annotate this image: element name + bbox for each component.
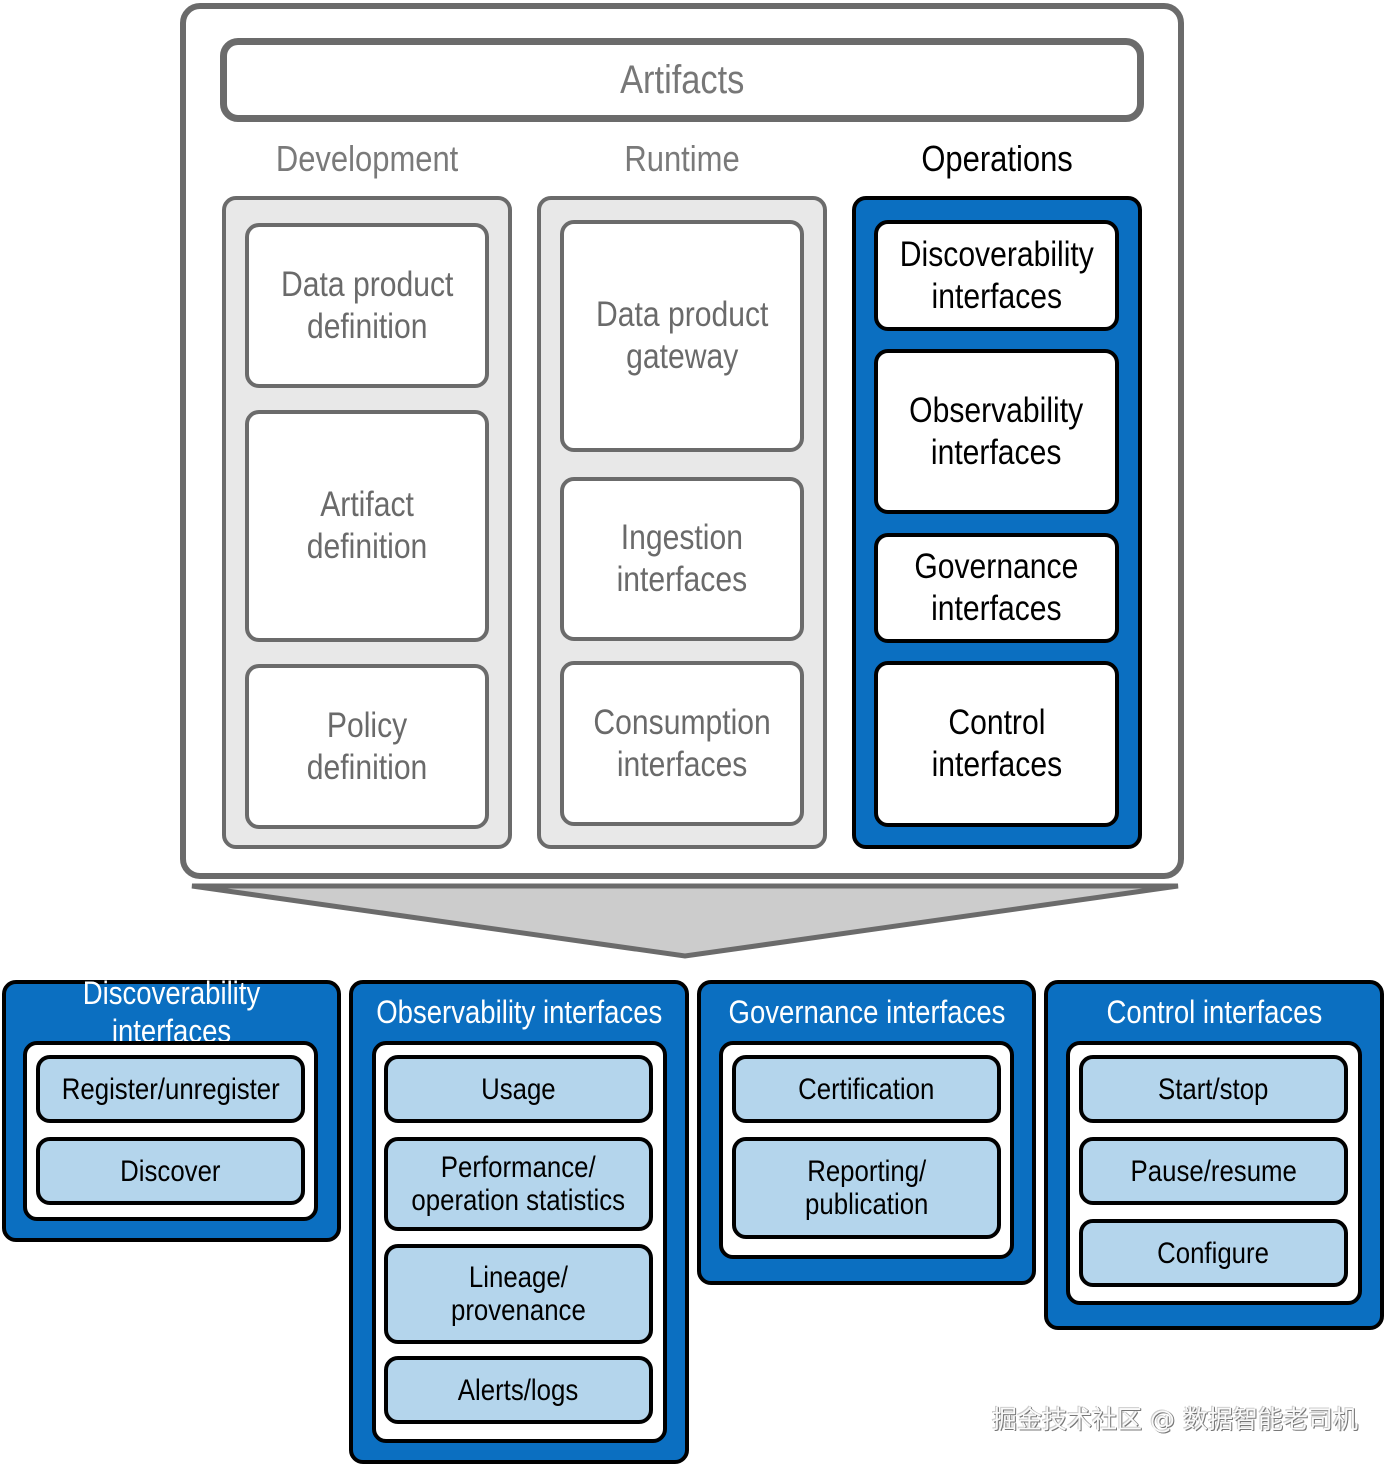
- chip-lineage-provenance: Lineage/ provenance: [384, 1244, 653, 1344]
- artifacts-title: Artifacts: [619, 58, 745, 102]
- card-data-product-definition: Data product definition: [245, 223, 489, 388]
- observability-panel-title: Observability interfaces: [375, 993, 663, 1030]
- chip-start-stop: Start/stop: [1079, 1055, 1348, 1123]
- card-control-interfaces: Control interfaces: [874, 661, 1119, 827]
- chip-usage: Usage: [384, 1055, 653, 1123]
- card-policy-definition: Policy definition: [245, 664, 489, 829]
- card-governance-interfaces: Governance interfaces: [874, 533, 1119, 643]
- card-ingestion-interfaces: Ingestion interfaces: [560, 477, 804, 641]
- chip-reporting-publication: Reporting/ publication: [732, 1137, 1001, 1239]
- column-title-development: Development: [275, 138, 459, 180]
- chip-performance-operation-statistics: Performance/ operation statistics: [384, 1137, 653, 1231]
- expand-arrow-icon: [191, 883, 1179, 959]
- card-discoverability-interfaces: Discoverability interfaces: [874, 220, 1119, 331]
- chip-certification: Certification: [732, 1055, 1001, 1123]
- chip-alerts-logs: Alerts/logs: [384, 1356, 653, 1424]
- chip-discover: Discover: [36, 1137, 305, 1205]
- card-data-product-gateway: Data product gateway: [560, 220, 804, 452]
- governance-panel-title: Governance interfaces: [728, 993, 1005, 1030]
- card-observability-interfaces: Observability interfaces: [874, 349, 1119, 514]
- chip-register-unregister: Register/unregister: [36, 1055, 305, 1123]
- control-panel-title: Control interfaces: [1106, 993, 1322, 1030]
- card-consumption-interfaces: Consumption interfaces: [560, 661, 804, 826]
- column-title-operations: Operations: [921, 138, 1073, 180]
- card-artifact-definition: Artifact definition: [245, 410, 489, 642]
- chip-configure: Configure: [1079, 1219, 1348, 1287]
- chip-pause-resume: Pause/resume: [1079, 1137, 1348, 1205]
- column-title-runtime: Runtime: [624, 138, 740, 180]
- artifacts-header: Artifacts: [220, 38, 1144, 122]
- watermark: 掘金技术社区 @ 数据智能老司机: [992, 1405, 1358, 1434]
- discoverability-panel-title: Discoverability interfaces: [82, 974, 261, 1049]
